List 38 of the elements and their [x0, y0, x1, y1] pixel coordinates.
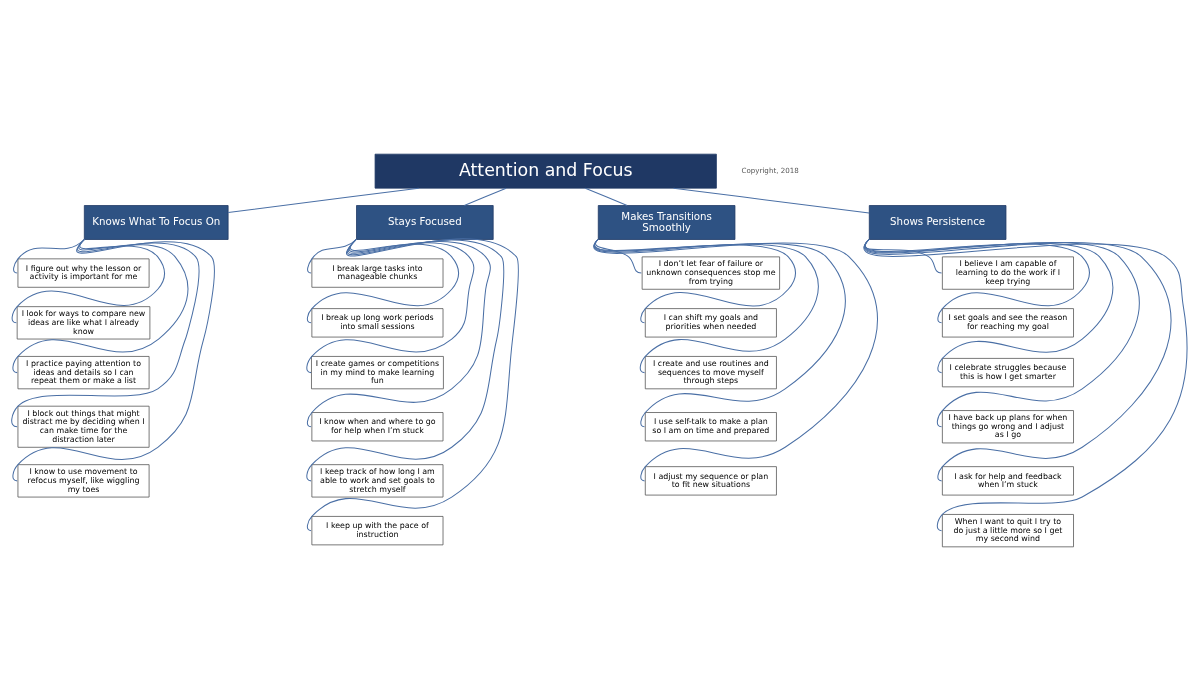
- node-box: I celebrate struggles because this is how I get smarter: [941, 357, 1074, 387]
- node-box: Makes Transitions Smoothly: [597, 204, 736, 240]
- node-box: Shows Persistence: [868, 204, 1007, 240]
- node-box: I create and use routines and sequences to move myself through steps: [644, 355, 777, 389]
- connector: [584, 187, 628, 206]
- node-box: When I want to quit I try to do just a little more so I get my second wind: [941, 513, 1074, 547]
- node-box: I break large tasks into manageable chunks: [311, 257, 444, 288]
- connector: [306, 237, 519, 531]
- node-box: I know to use movement to refocus myself, like wiggling my toes: [17, 463, 150, 497]
- node-box: I adjust my sequence or plan to fit new situations: [644, 465, 777, 495]
- node-box: I block out things that might distract me by deciding when I can make time for the distraction later: [17, 405, 150, 448]
- node-box: I figure out why the lesson or activity is important for me: [17, 257, 150, 288]
- node-box: I look for ways to compare new ideas are like what I already know: [16, 305, 151, 339]
- node-box: I keep track of how long I am able to work and set goals to stretch myself: [311, 463, 444, 497]
- node-box: I use self-talk to make a plan so I am on time and prepared: [644, 411, 777, 441]
- connector: [12, 238, 215, 481]
- node-box: I practice paying attention to ideas and details so I can repeat them or make a list: [17, 355, 150, 389]
- node-box: I create games or competitions in my mind to make learning fun: [311, 355, 444, 389]
- node-box: I believe I am capable of learning to do the work if I keep trying: [941, 255, 1074, 290]
- node-box: I have back up plans for when things go wrong and I adjust as I go: [941, 409, 1074, 443]
- connector: [306, 238, 505, 481]
- connector: [463, 187, 507, 206]
- node-box: Knows What To Focus On: [83, 204, 229, 240]
- connector: [863, 238, 1188, 531]
- connector: [306, 238, 491, 427]
- connector: [227, 187, 420, 213]
- label: Copyright, 2018: [741, 165, 799, 175]
- node-box: Attention and Focus: [374, 153, 717, 189]
- node-box: I set goals and see the reason for reaching my goal: [941, 307, 1074, 337]
- node-box: I don’t let fear of failure or unknown consequences stop me from trying: [641, 255, 780, 290]
- node-box: Stays Focused: [356, 204, 494, 240]
- connector: [593, 238, 878, 481]
- connector: [673, 187, 870, 214]
- node-box: I ask for help and feedback when I’m stuck: [941, 465, 1074, 495]
- node-box: I keep up with the pace of instruction: [311, 515, 444, 545]
- node-box: I can shift my goals and priorities when needed: [644, 307, 777, 337]
- node-box: I know when and where to go for help when I’m stuck: [311, 411, 444, 441]
- node-box: I break up long work periods into small sessions: [311, 307, 444, 337]
